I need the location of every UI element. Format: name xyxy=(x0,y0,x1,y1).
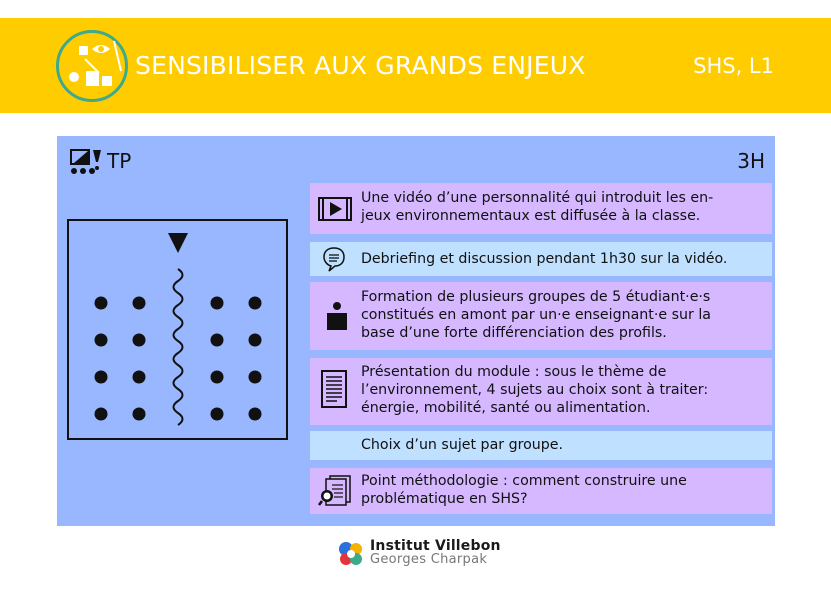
practical-work-icon xyxy=(70,148,104,180)
speech-bubble-icon xyxy=(322,246,346,277)
institution-logo: Institut Villebon Georges Charpak xyxy=(336,537,506,571)
page-title: SENSIBILISER AUX GRANDS ENJEUX xyxy=(135,51,586,80)
institution-subname: Georges Charpak xyxy=(370,552,488,567)
course-level: SHS, L1 xyxy=(693,54,774,78)
students-right-group xyxy=(210,296,262,421)
activity-type: TP xyxy=(107,149,132,173)
step-text: Formation de plusieurs groupes de 5 étud… xyxy=(361,289,711,341)
classroom-layout-diagram xyxy=(67,219,288,440)
step-text: Debriefing et discussion pendant 1h30 su… xyxy=(361,251,728,267)
institution-name: Institut Villebon xyxy=(370,538,501,554)
activity-duration: 3H xyxy=(737,149,765,173)
video-play-icon xyxy=(318,197,352,226)
step-debriefing: Debriefing et discussion pendant 1h30 su… xyxy=(310,242,772,276)
step-presentation: Présentation du module : sous le thème d… xyxy=(310,358,772,425)
institution-logo-icon xyxy=(339,542,362,565)
teacher-marker-icon xyxy=(168,233,188,253)
step-text: Point méthodologie : comment construire … xyxy=(361,473,687,507)
step-methodology: Point méthodologie : comment construire … xyxy=(310,468,772,514)
research-document-icon xyxy=(318,474,354,513)
step-groups: Formation de plusieurs groupes de 5 étud… xyxy=(310,282,772,350)
document-icon xyxy=(321,370,347,413)
step-subject-choice: Choix d’un sujet par groupe. xyxy=(310,431,772,460)
step-text: Choix d’un sujet par groupe. xyxy=(361,437,564,453)
students-left-group xyxy=(94,296,146,421)
separator-wave xyxy=(172,268,184,426)
step-video: Une vidéo d’une personnalité qui introdu… xyxy=(310,183,772,234)
activity-panel: TP 3H xyxy=(57,136,775,526)
step-text: Présentation du module : sous le thème d… xyxy=(361,364,709,416)
header-banner: SENSIBILISER AUX GRANDS ENJEUX SHS, L1 xyxy=(0,18,831,113)
person-icon xyxy=(325,301,349,336)
step-text: Une vidéo d’une personnalité qui introdu… xyxy=(361,190,714,224)
module-logo-icon xyxy=(56,30,128,102)
